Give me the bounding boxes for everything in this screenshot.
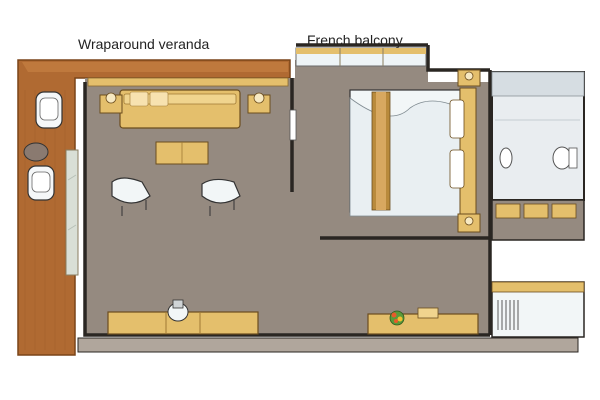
flower-vase: [389, 310, 405, 326]
bathroom: [491, 71, 585, 201]
side-table-lamp: [247, 92, 271, 114]
closet: [491, 281, 585, 338]
nightstand: [457, 213, 481, 233]
cabin-walls: [83, 43, 492, 337]
veranda-chair: [35, 91, 63, 129]
french-balcony-window: [295, 47, 427, 67]
bed: [349, 89, 461, 217]
veranda-chair: [27, 165, 55, 201]
wraparound-veranda-label: Wraparound veranda: [78, 36, 210, 52]
bathroom-sink: [499, 147, 513, 169]
entry-corridor: [491, 199, 585, 241]
veranda-door: [87, 77, 289, 87]
armchair-right: [201, 178, 241, 216]
floor-edge: [77, 337, 579, 353]
armchair-left: [111, 177, 151, 216]
wall-panel: [289, 109, 297, 141]
coffee-table: [155, 141, 209, 165]
side-table-lamp: [99, 92, 123, 114]
sofa: [119, 89, 241, 129]
nightstand: [457, 69, 481, 87]
headboard: [449, 87, 477, 217]
toilet: [552, 146, 578, 170]
veranda-table: [23, 142, 49, 162]
veranda-glass-panels: [65, 149, 79, 276]
desk-chair: [167, 299, 189, 322]
